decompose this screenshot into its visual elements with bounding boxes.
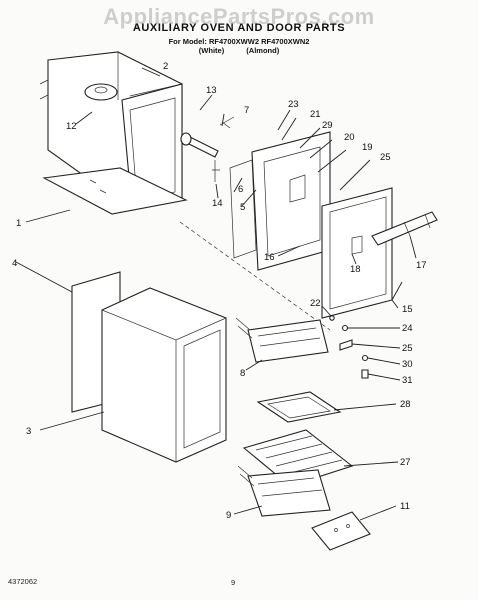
color-almond-label: (Almond) <box>246 46 280 55</box>
model-numbers: For Model: RF4700XWW2 RF4700XWN2 <box>168 37 310 46</box>
part-burner <box>180 116 235 182</box>
callout-18: 18 <box>350 264 361 275</box>
page-number: 9 <box>231 578 236 587</box>
callout-22: 22 <box>310 298 321 309</box>
callout-24: 24 <box>402 323 413 334</box>
callout-15: 15 <box>402 304 413 315</box>
callout-27: 27 <box>400 457 411 468</box>
callout-16: 16 <box>264 252 275 263</box>
document-number: 4372062 <box>8 577 38 586</box>
color-white-label: (White) <box>198 46 225 55</box>
callout-3: 3 <box>26 426 31 437</box>
callout-2: 2 <box>163 61 168 72</box>
part-door-handle <box>371 211 438 246</box>
watermark-text: AppliancePartsPros.com <box>103 4 375 29</box>
callout-20: 20 <box>344 132 355 143</box>
part-heat-shield <box>311 511 371 551</box>
callout-28: 28 <box>400 399 411 410</box>
callout-30: 30 <box>402 359 413 370</box>
callout-9: 9 <box>226 510 231 521</box>
callout-11: 11 <box>400 501 410 512</box>
callout-25-upper: 25 <box>380 152 391 163</box>
callout-6: 6 <box>238 184 243 195</box>
leader-lines <box>15 67 417 521</box>
callout-numbers: 2 13 7 23 21 12 29 20 19 25 6 14 5 1 4 1… <box>12 61 427 521</box>
callout-5: 5 <box>240 202 245 213</box>
part-small-hardware <box>329 315 369 379</box>
callout-12: 12 <box>66 121 77 132</box>
callout-23: 23 <box>288 99 299 110</box>
callout-19: 19 <box>362 142 373 153</box>
callout-29: 29 <box>322 120 333 131</box>
callout-14: 14 <box>212 198 223 209</box>
callout-1: 1 <box>16 218 21 229</box>
part-insulation-wrap <box>101 287 227 463</box>
model-colors: (White) (Almond) <box>0 46 478 55</box>
callout-13: 13 <box>206 85 217 96</box>
part-broil-element <box>237 465 331 517</box>
callout-25-lower: 25 <box>402 343 413 354</box>
callout-4: 4 <box>12 258 17 269</box>
alignment-line <box>179 221 331 331</box>
callout-7: 7 <box>244 105 249 116</box>
diagram-title: AUXILIARY OVEN AND DOOR PARTS <box>132 22 346 34</box>
part-inner-door-panel <box>229 131 331 271</box>
part-bottom-panel <box>42 167 188 215</box>
callout-21: 21 <box>310 109 321 120</box>
part-bake-element <box>235 317 329 363</box>
part-broiler-pan <box>256 391 342 423</box>
callout-8: 8 <box>240 368 245 379</box>
part-outer-door <box>321 187 393 319</box>
callout-31: 31 <box>402 375 413 386</box>
callout-17: 17 <box>416 260 427 271</box>
